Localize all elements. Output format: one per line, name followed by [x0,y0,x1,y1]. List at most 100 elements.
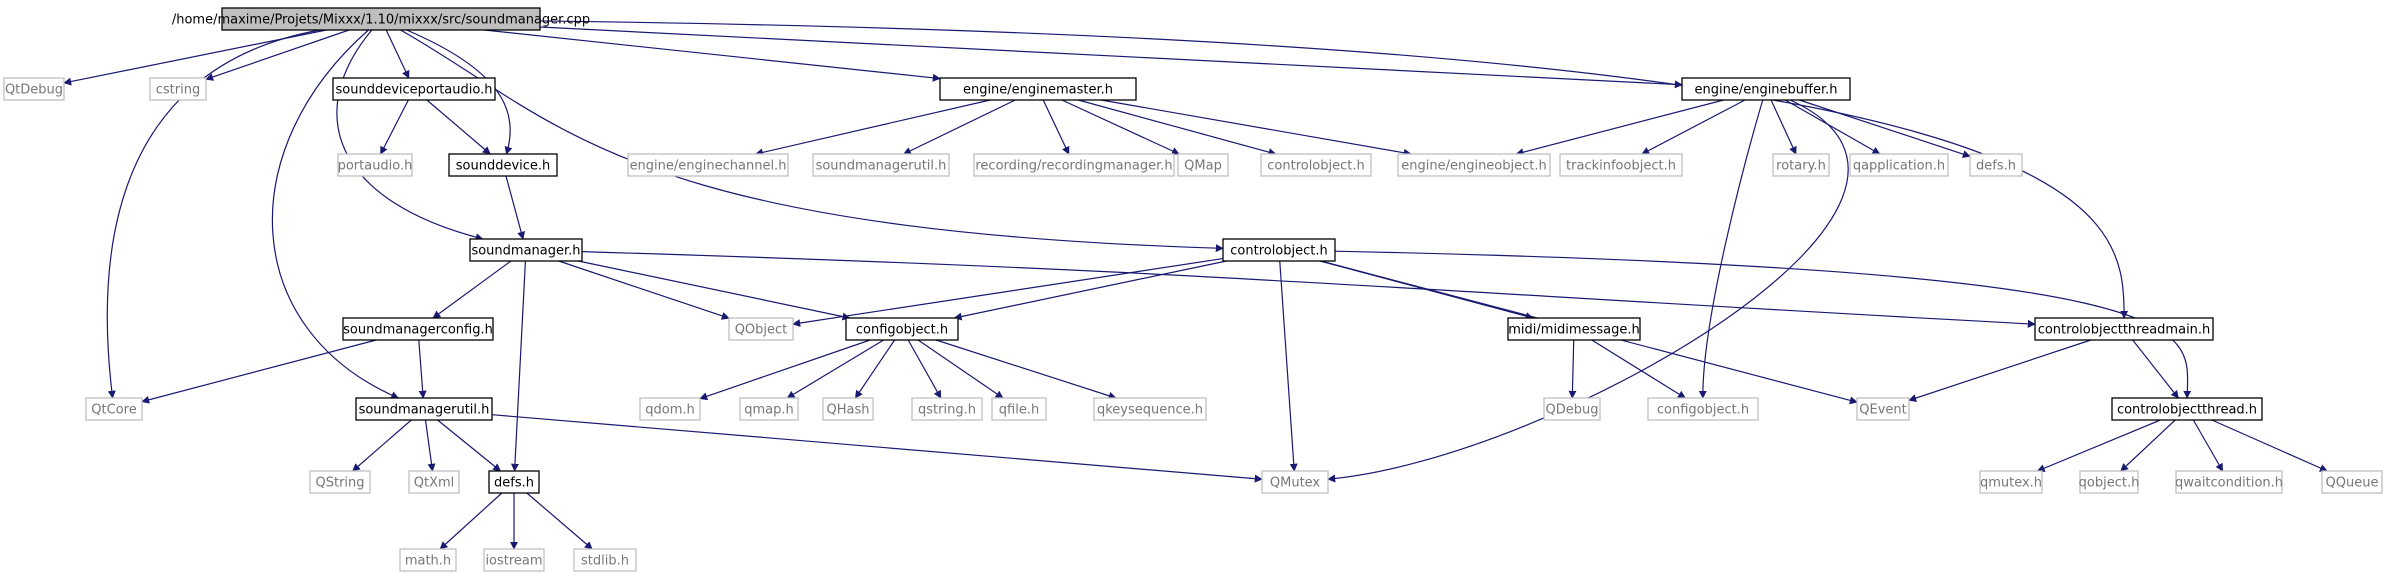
node-label: QtDebug [5,83,63,98]
node-box [1772,153,1830,177]
dependency-edge [558,260,730,320]
edge-arrow [385,29,410,79]
edge-layer [63,20,2328,550]
dependency-edge [505,175,526,240]
external-header-node: rotary.h [1772,153,1830,177]
dependency-edge [1770,99,1797,155]
external-header-node: controlobject.h [1260,153,1372,177]
external-header-node: engine/engineobject.h [1397,153,1551,177]
node-box[interactable] [845,317,959,341]
dependency-edge [581,251,2036,328]
external-header-node: QtXml [408,470,460,494]
edge-arrow [1770,99,1797,155]
external-header-node: QtCore [85,397,143,421]
node-box [739,397,799,421]
edge-arrow [1515,99,1724,157]
dependency-edge [1568,339,1577,399]
dependency-edge [1591,339,1686,399]
node-box[interactable] [1507,317,1641,341]
linked-header-node[interactable]: soundmanagerutil.h [355,397,493,421]
node-label: soundmanagerutil.h [816,159,947,174]
node-box[interactable] [488,470,540,494]
dependency-edge [205,29,350,81]
edge-arrow [935,339,1117,400]
edge-arrow [1078,99,1277,156]
node-label: engine/enginebuffer.h [1694,83,1837,98]
dependency-edge [699,339,871,401]
edge-arrow [786,339,885,399]
linked-header-node[interactable]: sounddevice.h [448,153,558,177]
node-box[interactable] [448,153,558,177]
linked-header-node[interactable]: engine/enginemaster.h [939,77,1137,101]
linked-header-node[interactable]: controlobject.h [1222,238,1336,262]
node-box[interactable] [1681,77,1851,101]
node-box [627,153,789,177]
linked-header-node[interactable]: soundmanager.h [469,238,583,262]
dependency-edge [418,339,427,399]
edge-arrow [953,260,1227,321]
edge-arrow [1061,99,1180,155]
node-label: QEvent [1859,403,1906,418]
node-label: engine/enginemaster.h [963,83,1113,98]
node-label: qapplication.h [1853,159,1945,174]
node-label: QDebug [1546,403,1599,418]
node-box [483,548,545,572]
node-box[interactable] [342,317,494,341]
node-label: stdlib.h [581,554,629,569]
edge-arrow [424,419,436,472]
edge-arrow [271,29,400,399]
node-box [337,153,413,177]
dependency-edge [352,419,412,472]
node-box [1397,153,1551,177]
edge-arrow [907,339,942,399]
linked-header-node[interactable]: controlobjectthreadmain.h [2034,317,2214,341]
node-box[interactable] [355,397,493,421]
dependency-edge [2036,419,2161,472]
edge-arrow [510,260,527,472]
edge-arrow [432,260,512,319]
linked-header-node[interactable]: midi/midimessage.h [1507,317,1641,341]
node-box [408,470,460,494]
node-box[interactable] [221,7,541,31]
node-box [1261,470,1329,494]
root-file-node[interactable]: /home/maxime/Projets/Mixxx/1.10/mixxx/sr… [172,7,590,31]
external-header-node: trackinfoobject.h [1559,153,1683,177]
linked-header-node[interactable]: engine/enginebuffer.h [1681,77,1851,101]
linked-header-node[interactable]: sounddeviceportaudio.h [332,77,496,101]
node-box [911,397,983,421]
edge-arrow [484,29,941,82]
node-box[interactable] [2034,317,2214,341]
node-box[interactable] [939,77,1137,101]
node-label: QtXml [414,476,455,491]
node-box[interactable] [332,77,496,101]
external-header-node: math.h [399,548,457,572]
edge-arrow [205,29,350,81]
external-header-node: QHash [822,397,874,421]
edge-arrow [539,26,1683,89]
edge-arrow [106,29,321,399]
edge-arrow [903,99,1016,155]
node-label: QMutex [1270,476,1321,491]
linked-header-node[interactable]: configobject.h [845,317,959,341]
node-label: engine/enginechannel.h [630,159,787,174]
node-box [149,77,207,101]
node-box[interactable] [1222,238,1336,262]
external-header-node: QMap [1177,153,1229,177]
linked-header-node[interactable]: defs.h [488,470,540,494]
edge-arrow [141,339,377,404]
edge-arrow [1279,260,1298,472]
dependency-edge [2211,419,2328,472]
node-label: soundmanagerutil.h [359,403,490,418]
linked-header-node[interactable]: soundmanagerconfig.h [342,317,494,341]
dependency-edge [432,260,512,319]
node-box [1543,397,1601,421]
node-box[interactable] [2111,397,2263,421]
external-header-node: recording/recordingmanager.h [973,153,1175,177]
linked-header-node[interactable]: controlobjectthread.h [2111,397,2263,421]
node-label: configobject.h [856,323,948,338]
node-layer: /home/maxime/Projets/Mixxx/1.10/mixxx/sr… [3,7,2383,572]
node-label: soundmanagerconfig.h [343,323,493,338]
node-label: cstring [156,83,200,98]
node-box[interactable] [469,238,583,262]
